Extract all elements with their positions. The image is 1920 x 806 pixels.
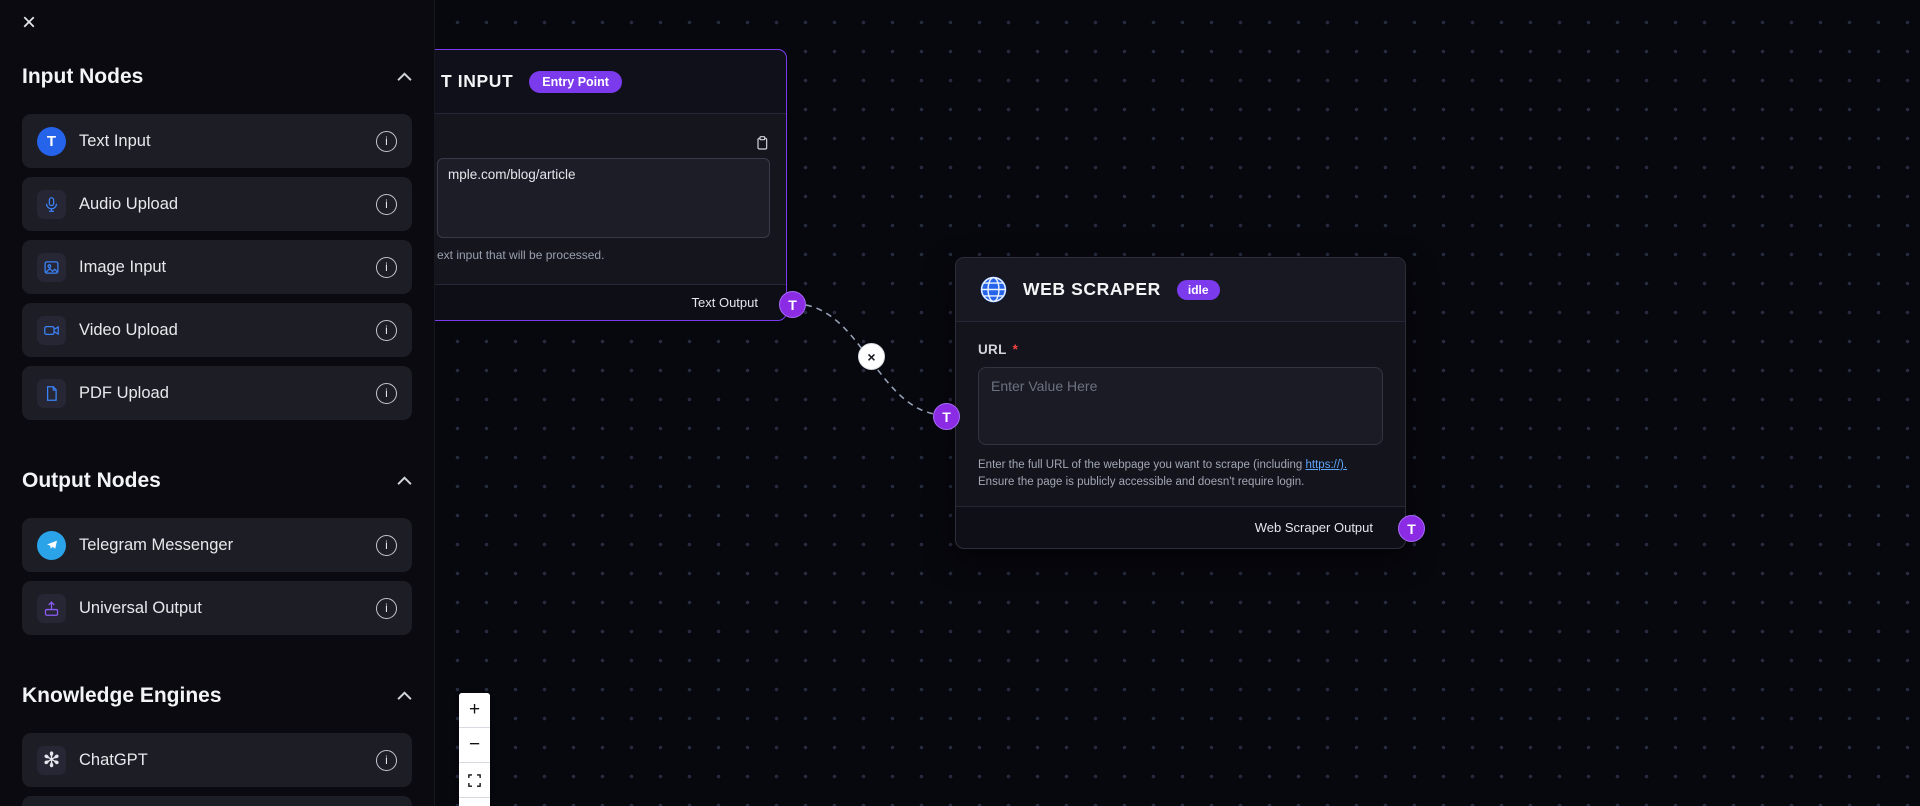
text-input-node-body: mple.com/blog/article ext input that wil…: [421, 128, 786, 262]
text-output-handle[interactable]: T: [779, 291, 806, 318]
telegram-icon: [37, 530, 66, 560]
sidebar-item-image-input[interactable]: Image Input i: [22, 240, 412, 294]
delete-connection-button[interactable]: ×: [858, 343, 885, 370]
required-mark: *: [1012, 342, 1019, 357]
web-scraper-node-header: WEB SCRAPER idle: [956, 258, 1405, 322]
handle-letter: T: [788, 296, 797, 313]
chevron-up-icon[interactable]: [397, 691, 412, 701]
sidebar-item-label: Audio Upload: [79, 194, 179, 213]
text-input-node-footer: Text Output: [421, 284, 786, 320]
handle-letter: T: [1407, 520, 1416, 537]
sidebar-item-universal-output[interactable]: Universal Output i: [22, 581, 412, 635]
sidebar-item-label: ChatGPT: [79, 750, 148, 769]
lock-button[interactable]: [459, 798, 490, 806]
sidebar-item-label: Telegram Messenger: [79, 535, 234, 554]
fit-view-button[interactable]: [459, 763, 490, 798]
info-icon[interactable]: i: [376, 597, 397, 619]
sidebar-item-label: PDF Upload: [79, 383, 169, 402]
info-icon[interactable]: i: [376, 319, 397, 341]
sidebar-item-telegram-messenger[interactable]: Telegram Messenger i: [22, 518, 412, 572]
sidebar-item-label: Video Upload: [79, 320, 178, 339]
section-header-knowledge-engines[interactable]: Knowledge Engines: [22, 683, 412, 709]
info-icon[interactable]: i: [376, 193, 397, 215]
globe-icon: [978, 274, 1009, 305]
info-icon[interactable]: i: [376, 534, 397, 556]
info-icon[interactable]: i: [376, 382, 397, 404]
sidebar-item-label: Universal Output: [79, 598, 202, 617]
image-icon: [37, 252, 66, 282]
section-title: Knowledge Engines: [22, 684, 222, 707]
video-camera-icon: [37, 315, 66, 345]
text-input-icon: T: [37, 126, 66, 156]
sidebar-item-partial[interactable]: [22, 796, 412, 806]
url-help-text: Enter the full URL of the webpage you wa…: [978, 459, 1348, 488]
web-scraper-input-handle[interactable]: T: [933, 403, 960, 430]
web-scraper-node-body: URL* Enter the full URL of the webpage y…: [956, 322, 1405, 491]
section-title: Output Nodes: [22, 469, 161, 492]
section-output-nodes: Output Nodes Telegram Messenger i: [22, 468, 412, 635]
section-knowledge-engines: Knowledge Engines ✻ ChatGPT i: [22, 683, 412, 806]
sidebar-item-chatgpt[interactable]: ✻ ChatGPT i: [22, 733, 412, 787]
section-title: Input Nodes: [22, 65, 144, 88]
text-input-node[interactable]: T INPUT Entry Point mple.com/blog/articl…: [420, 49, 806, 321]
https-link[interactable]: https://).: [1305, 459, 1348, 471]
microphone-icon: [37, 189, 66, 219]
text-input-node-header: T INPUT Entry Point: [421, 50, 786, 114]
chevron-up-icon[interactable]: [397, 476, 412, 486]
chevron-up-icon[interactable]: [397, 72, 412, 82]
node-palette-sidebar: × Input Nodes T Text Input i: [0, 0, 435, 806]
text-input-node-title: T INPUT: [441, 71, 514, 91]
url-field-label: URL*: [978, 342, 1019, 357]
universal-output-icon: [37, 593, 66, 623]
web-scraper-output-handle[interactable]: T: [1398, 515, 1425, 542]
info-icon[interactable]: i: [376, 130, 397, 152]
text-output-label: Text Output: [691, 295, 758, 310]
document-icon: [37, 378, 66, 408]
text-input-help: ext input that will be processed.: [437, 248, 605, 262]
canvas-controls: + −: [459, 693, 490, 806]
chatgpt-icon: ✻: [37, 745, 66, 775]
zoom-in-button[interactable]: +: [459, 693, 490, 728]
sidebar-item-label: Image Input: [79, 257, 167, 276]
zoom-out-button[interactable]: −: [459, 728, 490, 763]
close-sidebar-button[interactable]: ×: [22, 9, 37, 36]
url-input[interactable]: [978, 367, 1383, 445]
web-scraper-output-label: Web Scraper Output: [1254, 520, 1373, 535]
web-scraper-node[interactable]: WEB SCRAPER idle URL* Enter the full URL…: [933, 257, 1425, 549]
handle-letter: T: [942, 408, 951, 425]
status-badge: idle: [1176, 279, 1220, 300]
sidebar-item-video-upload[interactable]: Video Upload i: [22, 303, 412, 357]
sidebar-item-audio-upload[interactable]: Audio Upload i: [22, 177, 412, 231]
sidebar-item-pdf-upload[interactable]: PDF Upload i: [22, 366, 412, 420]
sidebar-item-text-input[interactable]: T Text Input i: [22, 114, 412, 168]
web-scraper-node-footer: Web Scraper Output: [956, 506, 1405, 548]
sidebar-item-label: Text Input: [79, 131, 151, 150]
entry-point-badge: Entry Point: [529, 70, 622, 93]
section-header-output-nodes[interactable]: Output Nodes: [22, 468, 412, 494]
info-icon[interactable]: i: [376, 256, 397, 278]
section-header-input-nodes[interactable]: Input Nodes: [22, 64, 412, 90]
section-input-nodes: Input Nodes T Text Input i: [22, 64, 412, 420]
text-input-value[interactable]: mple.com/blog/article: [437, 158, 770, 238]
info-icon[interactable]: i: [376, 749, 397, 771]
paste-icon[interactable]: [754, 135, 770, 151]
web-scraper-node-title: WEB SCRAPER: [1023, 279, 1161, 299]
